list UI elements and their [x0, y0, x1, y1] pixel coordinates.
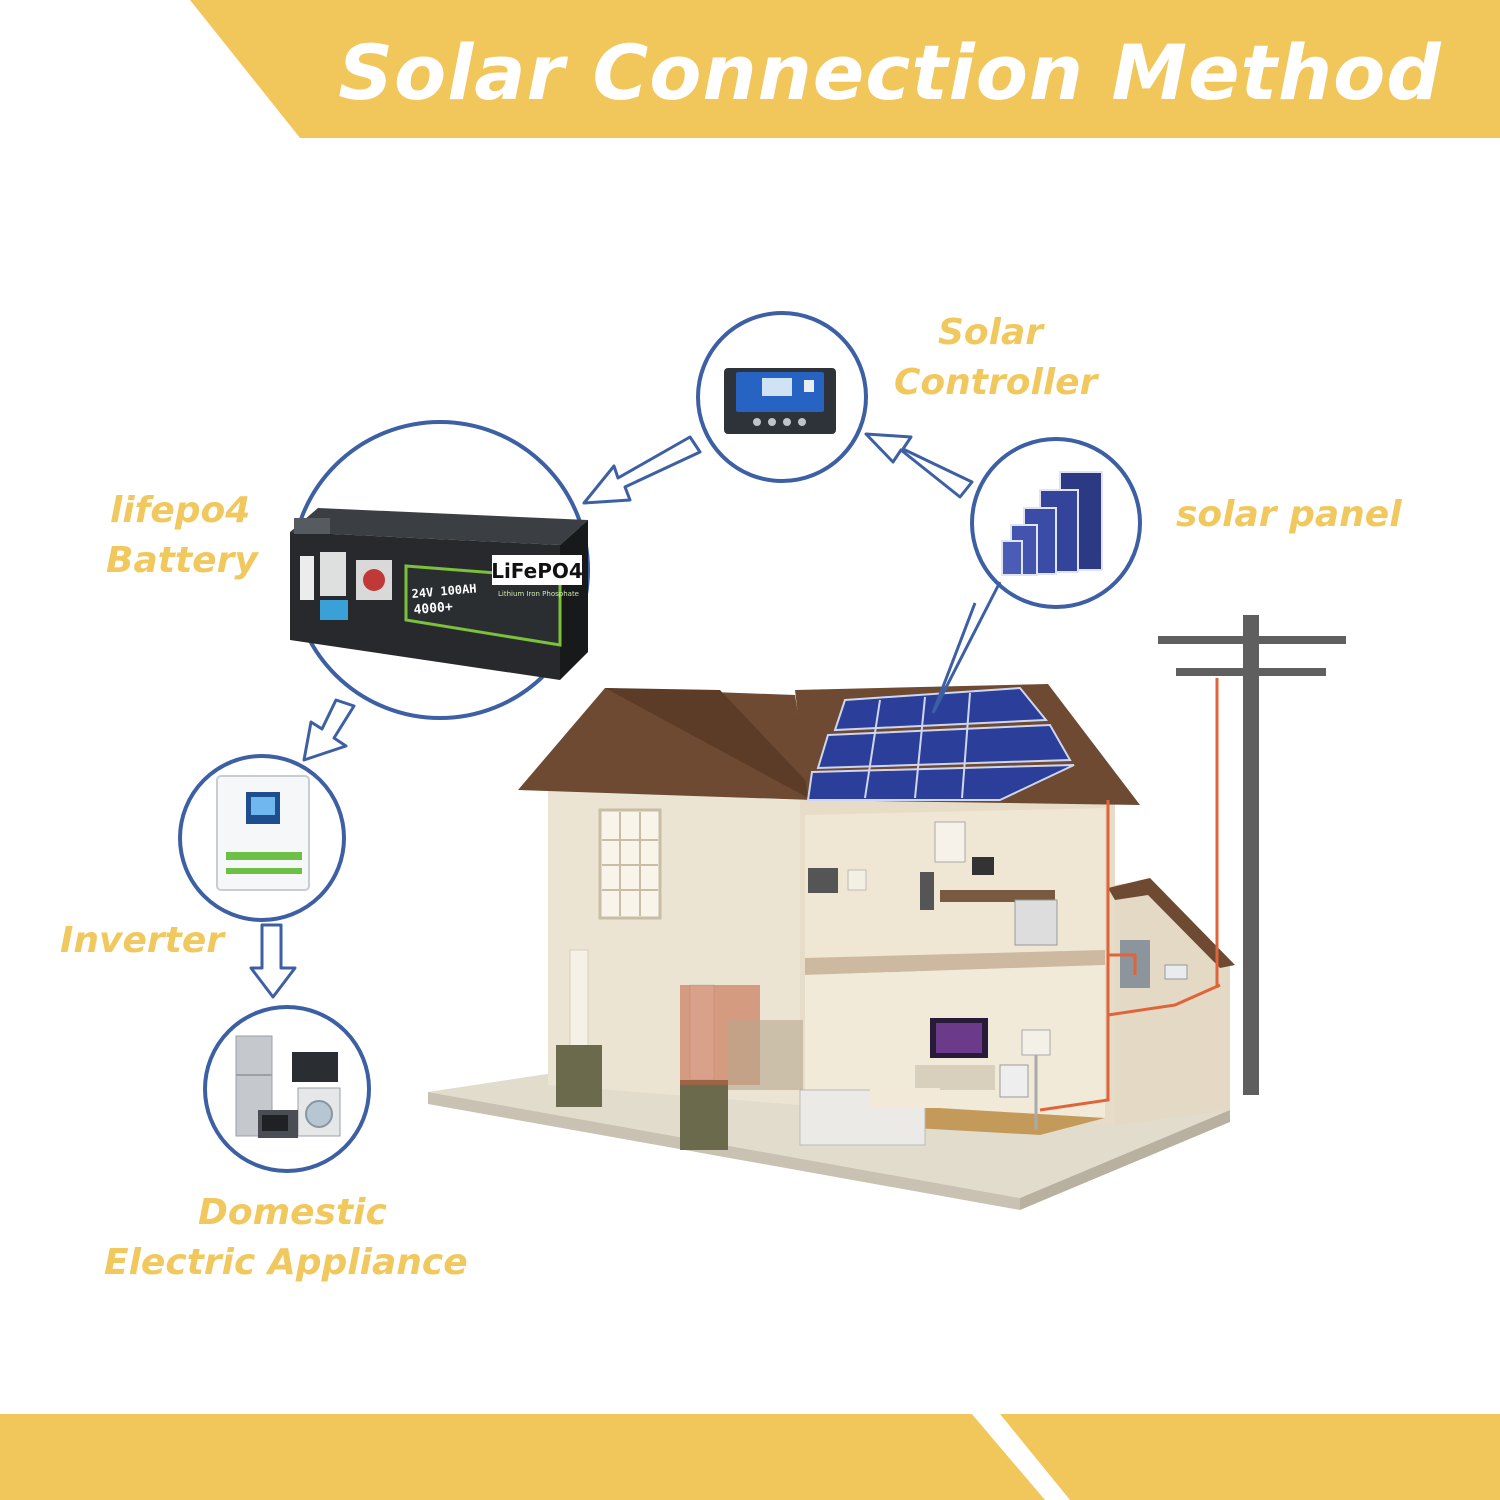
controller-node	[696, 311, 868, 483]
controller-label: Solar Controller	[894, 308, 1097, 408]
battery-label-line2: Battery	[106, 540, 258, 581]
appliance-label-line2: Electric Appliance	[104, 1242, 468, 1283]
battery-badge: LiFePO4	[491, 559, 583, 583]
inverter-icon	[216, 775, 310, 891]
solar-panel-icon	[1001, 471, 1103, 576]
inverter-label-text: Inverter	[60, 920, 225, 961]
battery-cycles: 4000+	[413, 600, 453, 618]
arrow-battery-to-inverter	[302, 698, 356, 762]
panel-label-text: solar panel	[1176, 494, 1402, 535]
battery-spec: 24V 100AH	[411, 581, 477, 601]
battery-node: LiFePO4 24V 100AH 4000+ Lithium Iron Pho…	[290, 420, 590, 720]
bottom-banner-left	[0, 1414, 1045, 1500]
controller-label-line1: Solar	[938, 312, 1044, 353]
lifepo4-battery-icon: LiFePO4 24V 100AH 4000+ Lithium Iron Pho…	[290, 508, 588, 680]
bottom-banner-right	[1000, 1414, 1500, 1500]
inverter-label: Inverter	[60, 916, 224, 966]
arrow-controller-to-battery	[582, 435, 702, 505]
top-banner	[190, 0, 1500, 138]
arrow-panel-to-controller	[864, 432, 974, 499]
arrow-inverter-to-appliance	[249, 923, 297, 999]
battery-label-line1: lifepo4	[110, 490, 251, 531]
controller-label-line2: Controller	[894, 362, 1098, 403]
appliance-label-line1: Domestic	[198, 1192, 387, 1233]
utility-pole	[1243, 615, 1259, 1095]
panel-label: solar panel	[1176, 490, 1402, 540]
appliance-label: Domestic Electric Appliance	[104, 1188, 468, 1288]
appliances-icon	[235, 1035, 341, 1138]
charge-controller-icon	[724, 368, 836, 434]
appliance-circle	[203, 1005, 371, 1173]
panel-node	[931, 437, 1142, 714]
battery-chemistry: Lithium Iron Phosphate	[498, 590, 579, 598]
roof-solar-array	[806, 686, 1075, 801]
panel-callout-line	[931, 581, 1002, 714]
battery-label: lifepo4 Battery	[106, 486, 258, 586]
house-wiring	[1039, 800, 1110, 1112]
inverter-node	[178, 754, 346, 922]
house-illustration	[428, 615, 1346, 1210]
appliance-node	[203, 1005, 371, 1173]
page-title: Solar Connection Method	[338, 27, 1442, 117]
